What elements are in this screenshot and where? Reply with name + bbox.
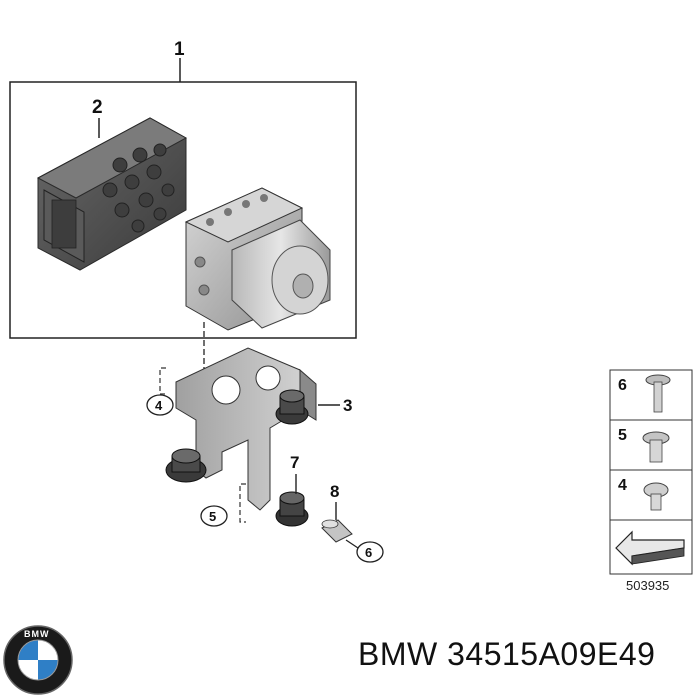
legend-item-label: 5 (618, 427, 627, 444)
part-caption: BMW 34515A09E49 (358, 636, 656, 672)
legend-item-label: 6 (618, 377, 627, 394)
flange-screw-icon (642, 431, 670, 463)
torx-screw-icon (643, 482, 669, 511)
bmw-logo: BMW (3, 625, 73, 695)
svg-text:4: 4 (155, 398, 163, 413)
long-bolt-icon (645, 374, 671, 413)
rubber-mount-lower (275, 491, 309, 527)
legend-box: 6 5 4 (609, 369, 693, 575)
svg-text:BMW: BMW (24, 629, 50, 639)
callout-1: 1 (174, 39, 185, 60)
rubber-mount-left (165, 448, 207, 483)
callout-4-circle: 4 (146, 394, 174, 416)
svg-text:6: 6 (365, 545, 372, 560)
svg-text:5: 5 (209, 509, 216, 524)
bracket (175, 347, 317, 511)
assembly-frame (9, 58, 357, 339)
callout-2: 2 (92, 97, 103, 118)
callout-5-circle: 5 (200, 505, 228, 527)
control-unit (36, 117, 188, 271)
callout-3: 3 (343, 396, 352, 415)
reference-number: 503935 (626, 578, 670, 593)
direction-arrow-icon (615, 530, 685, 566)
callout-7: 7 (290, 453, 299, 472)
callout-8: 8 (330, 482, 339, 501)
rubber-mount-right (275, 389, 309, 425)
legend-item-label: 4 (618, 477, 627, 494)
callout-6-circle: 6 (356, 541, 384, 563)
hydraulic-block (184, 187, 331, 331)
spacer-sleeve (321, 519, 353, 543)
